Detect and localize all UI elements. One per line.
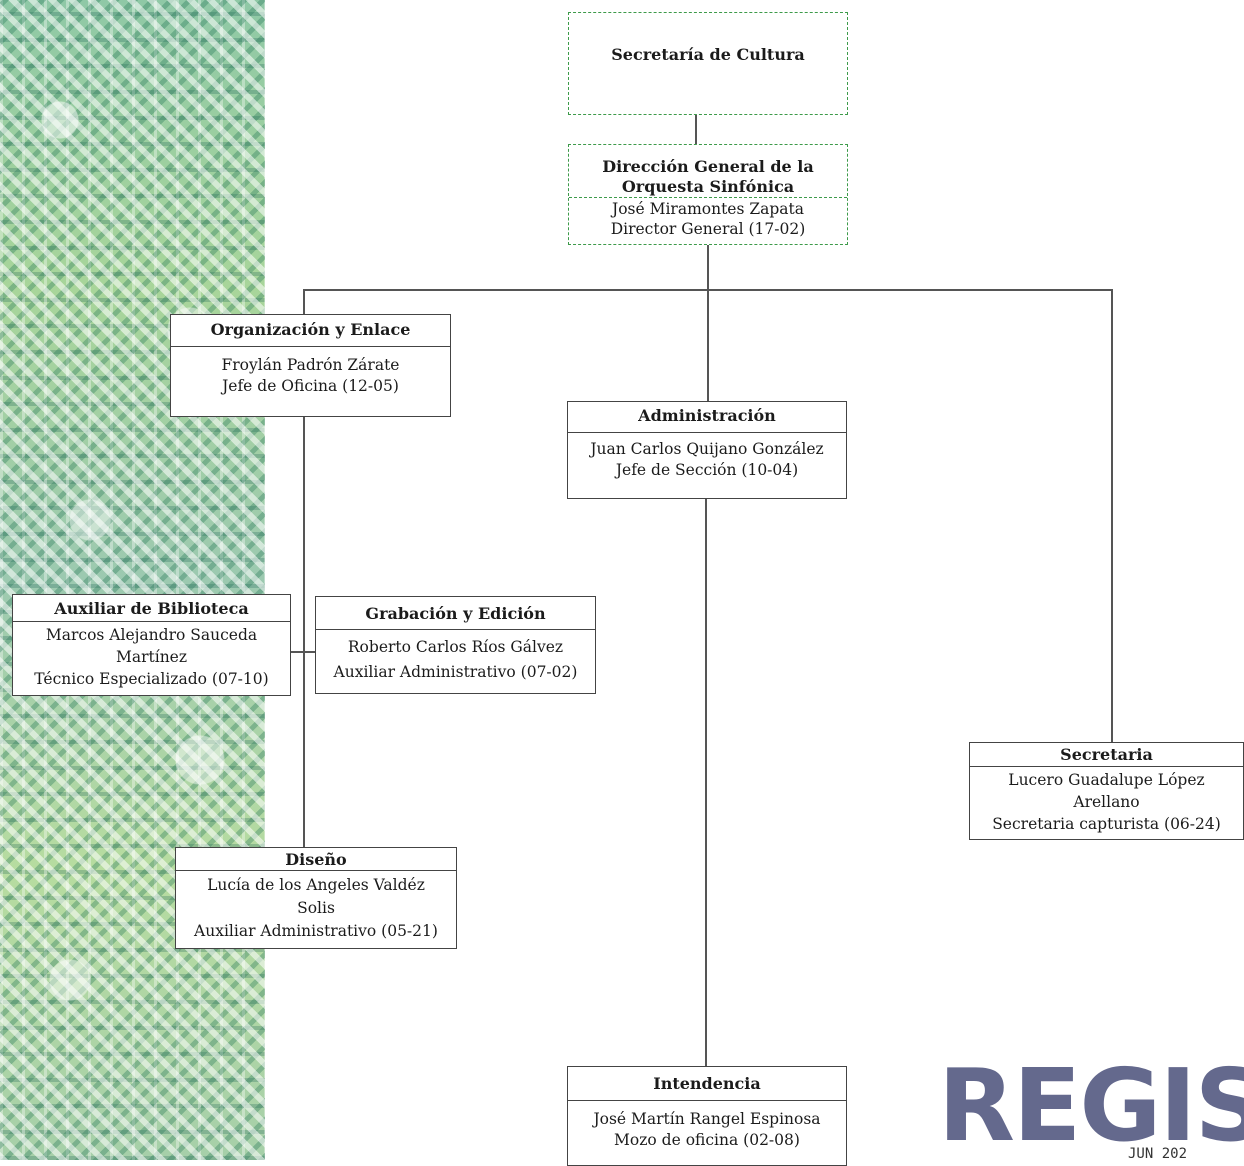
- person-role: Jefe de Oficina (12-05): [222, 377, 399, 395]
- org-box-title: Administración: [568, 402, 846, 433]
- org-box-body: Marcos Alejandro Sauceda Martínez Técnic…: [13, 622, 290, 693]
- decorative-textile-pattern: [0, 0, 265, 1160]
- org-box-direccion-general: Dirección General de la Orquesta Sinfóni…: [568, 144, 848, 245]
- org-box-intendencia: Intendencia José Martín Rangel Espinosa …: [567, 1066, 847, 1166]
- title-line-2: Orquesta Sinfónica: [621, 177, 795, 196]
- org-box-body: Lucía de los Angeles Valdéz Solis Auxili…: [176, 871, 456, 946]
- connector-admin-to-intendencia: [705, 498, 707, 1066]
- org-box-body: José Miramontes Zapata Director General …: [569, 197, 847, 239]
- connector-right-secretaria: [1111, 289, 1113, 743]
- person-name-line-2: Martínez: [115, 648, 188, 666]
- org-box-title: Secretaria: [970, 743, 1243, 767]
- org-box-administracion: Administración Juan Carlos Quijano Gonzá…: [567, 401, 847, 499]
- org-box-body: Lucero Guadalupe López Arellano Secretar…: [970, 767, 1243, 838]
- person-role: Secretaria capturista (06-24): [992, 815, 1221, 833]
- stamp-date: JUN 202: [1128, 1146, 1188, 1162]
- org-box-title: Intendencia: [568, 1067, 846, 1101]
- person-name-line-1: Lucía de los Angeles Valdéz: [207, 876, 425, 894]
- connector-biblioteca-grabacion: [290, 651, 316, 653]
- registration-stamp: REGISTR: [938, 1052, 1244, 1160]
- person-name: Roberto Carlos Ríos Gálvez: [347, 638, 564, 656]
- org-box-secretaria: Secretaria Lucero Guadalupe López Arella…: [969, 742, 1244, 840]
- person-role: Jefe de Sección (10-04): [615, 461, 799, 479]
- person-role: Auxiliar Administrativo (05-21): [194, 922, 438, 940]
- org-box-organizacion-enlace: Organización y Enlace Froylán Padrón Zár…: [170, 314, 451, 417]
- person-role: Auxiliar Administrativo (07-02): [333, 663, 578, 681]
- org-box-title: Organización y Enlace: [171, 315, 450, 347]
- org-box-title: Diseño: [176, 848, 456, 871]
- person-name-line-1: Lucero Guadalupe López: [1008, 771, 1205, 789]
- org-box-title: Grabación y Edición: [316, 597, 595, 630]
- person-name-line-1: Marcos Alejandro Sauceda: [45, 626, 258, 644]
- person-name: José Martín Rangel Espinosa: [593, 1110, 821, 1128]
- org-box-auxiliar-biblioteca: Auxiliar de Biblioteca Marcos Alejandro …: [12, 594, 291, 696]
- person-role: Director General (17-02): [610, 220, 806, 238]
- org-box-secretaria-de-cultura: Secretaría de Cultura: [568, 12, 848, 115]
- org-box-grabacion-edicion: Grabación y Edición Roberto Carlos Ríos …: [315, 596, 596, 694]
- org-box-body: José Martín Rangel Espinosa Mozo de ofic…: [568, 1101, 846, 1154]
- org-box-body: Juan Carlos Quijano González Jefe de Sec…: [568, 433, 846, 484]
- connector-direccion-down: [707, 245, 709, 401]
- person-name-line-2: Arellano: [1073, 793, 1140, 811]
- person-role: Técnico Especializado (07-10): [34, 670, 269, 688]
- person-name: José Miramontes Zapata: [611, 200, 805, 218]
- org-box-diseno: Diseño Lucía de los Angeles Valdéz Solis…: [175, 847, 457, 949]
- person-name: Juan Carlos Quijano González: [590, 440, 824, 458]
- org-box-title: Auxiliar de Biblioteca: [13, 595, 290, 622]
- connector-horizontal-main: [303, 289, 1113, 291]
- person-name-line-2: Solis: [297, 899, 335, 917]
- person-name: Froylán Padrón Zárate: [221, 356, 400, 374]
- org-box-body: Froylán Padrón Zárate Jefe de Oficina (1…: [171, 347, 450, 400]
- org-box-title: Secretaría de Cultura: [611, 45, 805, 64]
- org-box-title: Dirección General de la Orquesta Sinfóni…: [569, 145, 847, 197]
- title-line-1: Dirección General de la: [602, 157, 814, 176]
- person-role: Mozo de oficina (02-08): [614, 1131, 800, 1149]
- org-box-body: Roberto Carlos Ríos Gálvez Auxiliar Admi…: [316, 630, 595, 688]
- connector-left-trunk: [303, 289, 305, 849]
- connector-root-to-direccion: [695, 115, 697, 144]
